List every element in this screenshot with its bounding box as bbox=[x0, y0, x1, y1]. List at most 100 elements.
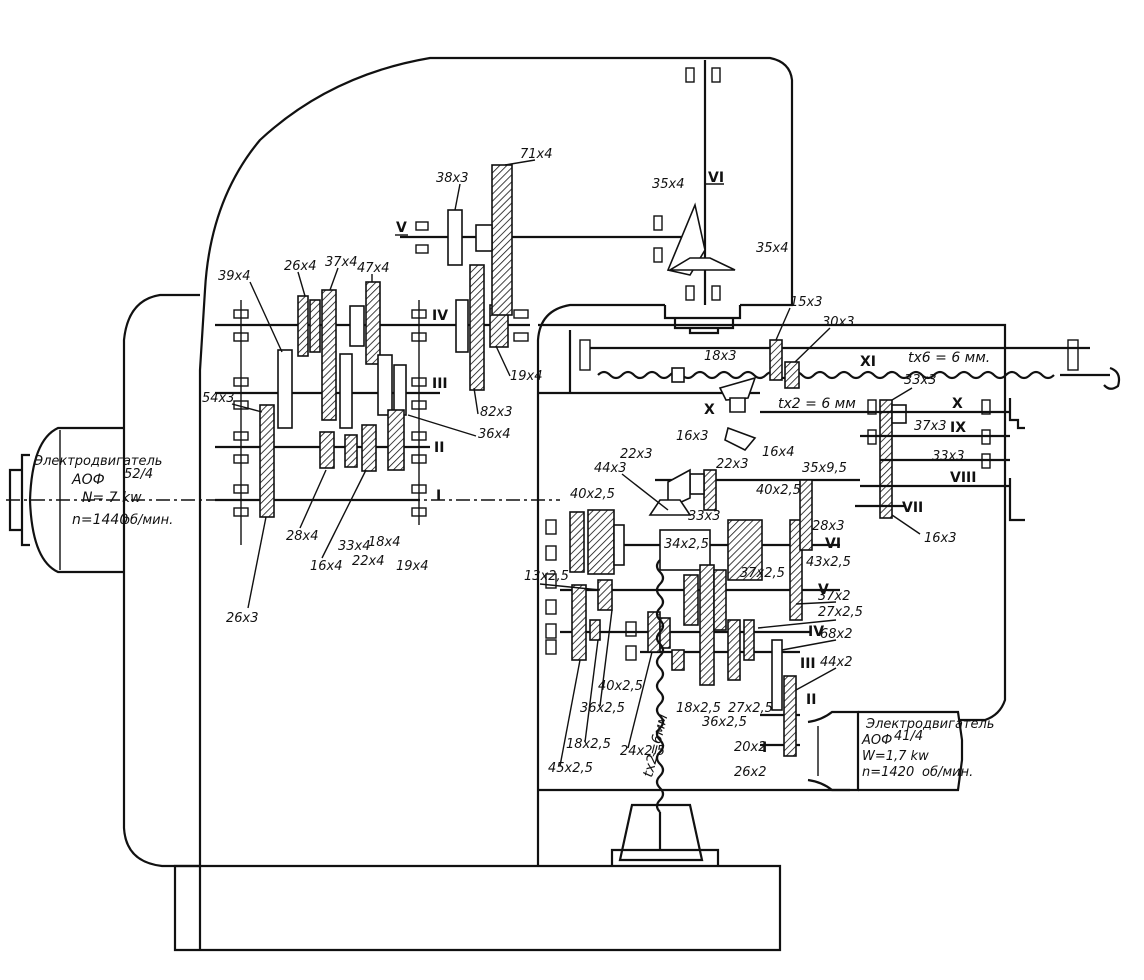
gear-34x2,5 bbox=[727, 519, 763, 581]
label-20x2: 20x2 bbox=[734, 740, 767, 755]
gear-44x2 bbox=[783, 675, 797, 757]
label-22x4: 22x4 bbox=[352, 554, 385, 569]
label-18x2,5-b: 18x2,5 bbox=[566, 737, 611, 752]
label-26x3: 26x3 bbox=[226, 611, 259, 626]
main-motor-power: N= 7 kw bbox=[82, 490, 142, 506]
label-16x4-feed: 16x4 bbox=[762, 445, 795, 460]
label-36x2,5-b: 36x2,5 bbox=[702, 715, 747, 730]
gear-82x3 bbox=[469, 264, 485, 391]
label-16x3-b: 16x3 bbox=[924, 531, 957, 546]
label-18x2,5-a: 18x2,5 bbox=[676, 701, 721, 716]
main-motor-title: Электродвигатель bbox=[33, 454, 162, 469]
svg-text:X: X bbox=[952, 396, 963, 412]
label-40x2,5-a: 40x2,5 bbox=[570, 487, 615, 502]
gear-45x2,5 bbox=[571, 584, 587, 661]
feed-motor-power: W=1,7 kw bbox=[862, 749, 929, 764]
svg-text:XI: XI bbox=[860, 354, 876, 370]
label-34x2,5: 34x2,5 bbox=[664, 537, 709, 552]
feed-motor: Электродвигатель АОФ 41/4 W=1,7 kw n=142… bbox=[807, 710, 994, 792]
svg-text:III: III bbox=[800, 656, 816, 672]
feed-gearbox: tx2=6мм VI V IV III II I 44x3 22x3 22x3 … bbox=[524, 447, 863, 850]
label-16x4: 16x4 bbox=[310, 559, 343, 574]
label-16x3-a: 16x3 bbox=[676, 429, 709, 444]
label-33x4: 33x4 bbox=[338, 539, 371, 554]
gear-43x2,5 bbox=[789, 519, 803, 621]
svg-text:VII: VII bbox=[902, 500, 923, 516]
svg-text:IV: IV bbox=[808, 624, 824, 640]
label-18x3: 18x3 bbox=[704, 349, 737, 364]
label-40x2,5-c: 40x2,5 bbox=[598, 679, 643, 694]
label-33x3-a: 33x3 bbox=[904, 373, 937, 388]
svg-text:II: II bbox=[434, 440, 444, 456]
main-motor-model: АОФ bbox=[71, 472, 105, 488]
bevel-gear-horizontal bbox=[667, 257, 736, 271]
label-28x3: 28x3 bbox=[812, 519, 845, 534]
gear-28x4 bbox=[319, 431, 335, 469]
gear-22x4 bbox=[387, 409, 405, 471]
gear-71x4 bbox=[491, 164, 513, 316]
gear-26x4-b bbox=[309, 299, 321, 353]
label-35x4-a: 35x4 bbox=[652, 177, 685, 192]
label-36x2,5-a: 36x2,5 bbox=[580, 701, 625, 716]
gear-33x4 bbox=[344, 434, 358, 468]
label-13x2,5: 13x2,5 bbox=[524, 569, 569, 584]
label-54x3: 54x3 bbox=[202, 391, 235, 406]
svg-text:VI: VI bbox=[708, 170, 724, 186]
feed-screw-assembly: XI tx6 = 6 мм. 15x3 30x3 bbox=[579, 295, 1121, 390]
gear-38x3 bbox=[447, 209, 463, 266]
gear-15x3 bbox=[769, 339, 783, 381]
label-15x3: 15x3 bbox=[790, 295, 823, 310]
label-68x2: 68x2 bbox=[820, 627, 853, 642]
label-43x2,5: 43x2,5 bbox=[806, 555, 851, 570]
feed-motor-title: Электродвигатель bbox=[865, 717, 994, 732]
main-motor: Электродвигатель АОФ 52/4 N= 7 kw n=1440… bbox=[6, 426, 560, 574]
label-30x3: 30x3 bbox=[822, 315, 855, 330]
feed-upper-right: X IX VIII VII X 18x3 33x3 37x3 33x3 16x3… bbox=[676, 349, 1025, 546]
feed-motor-speed: n=1420 bbox=[862, 765, 914, 780]
label-37x2,5: 37x2,5 bbox=[740, 566, 785, 581]
label-37x3: 37x3 bbox=[914, 419, 947, 434]
svg-text:II: II bbox=[806, 692, 816, 708]
label-37x4: 37x4 bbox=[325, 255, 358, 270]
label-22x3-b: 22x3 bbox=[716, 457, 749, 472]
label-33x3-c: 33x3 bbox=[688, 509, 721, 524]
label-33x3-b: 33x3 bbox=[932, 449, 965, 464]
label-38x3: 38x3 bbox=[436, 171, 469, 186]
label-37x2: 37x2 bbox=[818, 589, 851, 604]
label-26x2: 26x2 bbox=[734, 765, 767, 780]
gear-37x2,5 bbox=[683, 574, 699, 626]
screw-lead-label: tx6 = 6 мм. bbox=[908, 350, 990, 366]
gear-16x4 bbox=[361, 424, 377, 472]
gear-19x4 bbox=[393, 364, 407, 416]
gear-36x2,5 bbox=[699, 564, 715, 686]
gear-39x4 bbox=[277, 349, 293, 429]
label-27x2,5: 27x2,5 bbox=[728, 701, 773, 716]
svg-text:V: V bbox=[818, 582, 829, 598]
gear-68x2 bbox=[771, 639, 783, 711]
gear-40x2,5-b bbox=[587, 509, 615, 575]
label-71x4: 71x4 bbox=[520, 147, 553, 162]
label-45x2,5: 45x2,5 bbox=[548, 761, 593, 776]
gear-47x4 bbox=[365, 281, 381, 365]
label-47x4: 47x4 bbox=[357, 261, 390, 276]
label-27x2,5: 27x2,5 bbox=[818, 605, 863, 620]
label-40x2,5-b: 40x2,5 bbox=[756, 483, 801, 498]
svg-text:VI: VI bbox=[825, 536, 841, 552]
main-motor-speed-unit: об/мин. bbox=[122, 513, 173, 528]
svg-text:III: III bbox=[432, 376, 448, 392]
gear-40x2,5-a bbox=[569, 511, 585, 573]
gear-37x4 bbox=[321, 289, 337, 421]
feed-motor-speed-unit: об/мин. bbox=[922, 765, 973, 780]
gear-13x2,5 bbox=[597, 579, 613, 611]
label-35x9,5: 35x9,5 bbox=[802, 461, 847, 476]
svg-text:V: V bbox=[396, 220, 407, 236]
gear-36x4 bbox=[377, 354, 393, 416]
label-28x4: 28x4 bbox=[286, 529, 319, 544]
gear-18x2,5 bbox=[671, 649, 685, 671]
gear-35x9,5 bbox=[799, 479, 813, 551]
main-motor-speed: n=1440 bbox=[72, 512, 128, 528]
gear-26x4-a bbox=[297, 295, 309, 357]
spindle-gearbox: VI V IV III II I bbox=[215, 60, 736, 545]
label-44x2: 44x2 bbox=[820, 655, 853, 670]
